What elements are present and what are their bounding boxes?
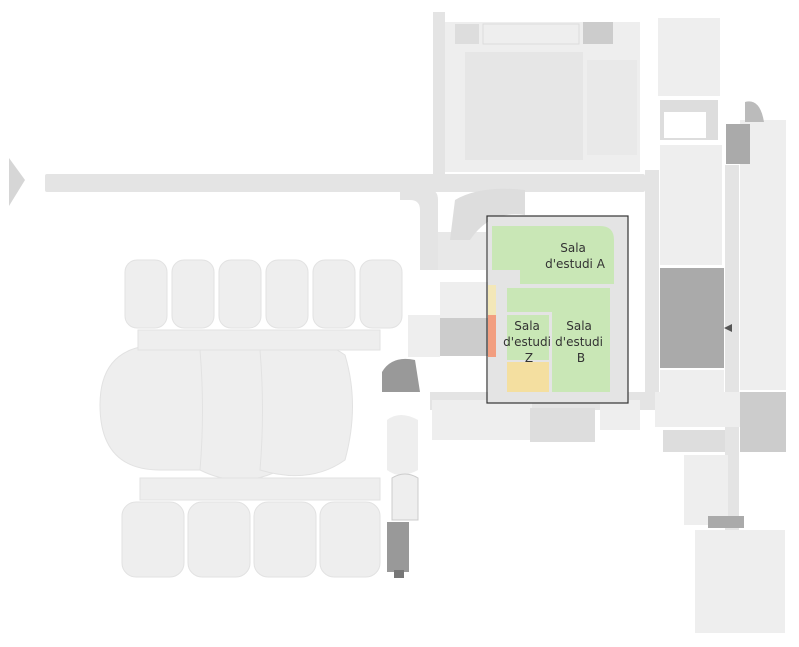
room-sala-b-label-line-2: d'estudi [555,335,603,349]
room-sala-a-label-line-1: Sala [560,241,586,255]
room-sala-b-label-line-1: Sala [566,319,592,333]
corridor-vertical-right [645,170,659,410]
svg-text:Sala d'estudi Z: Sala d'estudi Z [503,319,555,365]
room-sala-z-label-line-3: Z [525,351,533,365]
north-building [445,18,720,172]
pale-strip [488,285,496,315]
room-sala-a-label-line-2: d'estudi A [545,257,606,271]
room-sala-a[interactable]: Sala d'estudi A [492,226,614,284]
west-halls-top-row [124,259,403,329]
orange-zone [488,315,496,357]
west-halls-bottom-row [121,501,381,578]
arrow-left-icon[interactable] [9,158,25,206]
arrow-right-icon[interactable] [724,324,732,332]
room-sala-z[interactable]: Sala d'estudi Z [503,315,555,365]
room-sala-b-label-line-3: B [577,351,585,365]
yellow-zone [507,362,549,392]
west-auditoriums [99,329,381,501]
selection-highlight [486,215,629,404]
corridor-vertical-left [433,12,445,182]
svg-text:Sala d'estudi A: Sala d'estudi A [545,241,606,271]
corridor-curve [400,190,438,270]
middle-buildings [408,188,640,442]
svg-text:Sala d'estudi B: Sala d'estudi B [555,319,607,365]
central-features [382,358,420,578]
room-sala-z-label-line-2: d'estudi [503,335,551,349]
room-sala-z-label-line-1: Sala [514,319,540,333]
main-corridor [45,174,645,192]
east-buildings [655,101,786,633]
room-sala-b[interactable]: Sala d'estudi B [507,288,610,392]
